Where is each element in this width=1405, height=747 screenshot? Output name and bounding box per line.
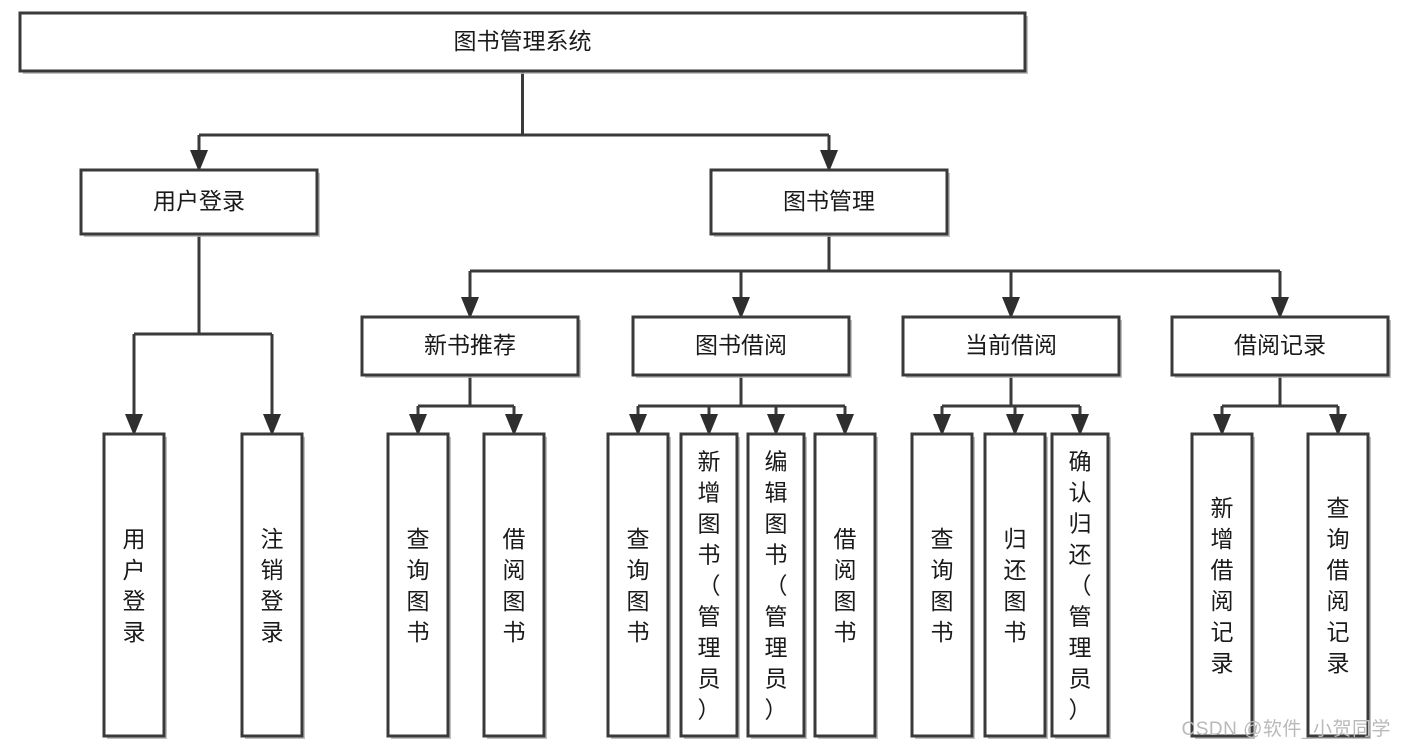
arrow-head-icon xyxy=(629,414,647,436)
node-box[interactable] xyxy=(709,168,949,236)
arrow-head-icon xyxy=(1271,297,1289,319)
node-leaf-borrow-book-1[interactable]: 借阅图书 xyxy=(482,432,547,739)
arrow-head-icon xyxy=(732,297,750,319)
node-box[interactable] xyxy=(1190,432,1254,738)
node-new-book-recommend[interactable]: 新书推荐 xyxy=(360,315,581,378)
node-label: 新增借阅记录 xyxy=(1211,495,1234,676)
node-label: 归还图书 xyxy=(1004,526,1027,645)
arrow-head-icon xyxy=(505,414,523,436)
node-leaf-query-record[interactable]: 查询借阅记录 xyxy=(1306,432,1371,739)
node-leaf-query-book-3[interactable]: 查询图书 xyxy=(910,432,975,739)
node-box[interactable] xyxy=(606,432,670,738)
node-leaf-edit-book[interactable]: 编辑图书（管理员） xyxy=(746,432,807,739)
node-label: 图书管理 xyxy=(783,188,875,214)
node-box[interactable] xyxy=(983,432,1047,738)
node-book-borrow[interactable]: 图书借阅 xyxy=(631,315,852,378)
node-box[interactable] xyxy=(679,432,739,738)
node-leaf-logout[interactable]: 注销登录 xyxy=(240,432,305,739)
arrow-head-icon xyxy=(409,414,427,436)
node-label: 当前借阅 xyxy=(965,332,1057,358)
arrow-head-icon xyxy=(820,150,838,172)
node-label: 编辑图书（管理员） xyxy=(765,449,788,723)
node-label: 注销登录 xyxy=(261,526,284,645)
node-leaf-query-book-2[interactable]: 查询图书 xyxy=(606,432,671,739)
node-box[interactable] xyxy=(901,315,1121,377)
arrow-head-icon xyxy=(767,414,785,436)
arrow-head-icon xyxy=(1213,414,1231,436)
arrow-head-icon xyxy=(836,414,854,436)
node-borrow-record[interactable]: 借阅记录 xyxy=(1170,315,1391,378)
node-label: 查询图书 xyxy=(931,526,954,645)
node-leaf-add-book[interactable]: 新增图书（管理员） xyxy=(679,432,740,739)
node-label: 查询借阅记录 xyxy=(1327,495,1350,676)
node-label: 借阅记录 xyxy=(1234,332,1326,358)
arrow-head-icon xyxy=(700,414,718,436)
node-leaf-user-login[interactable]: 用户登录 xyxy=(102,432,167,739)
node-box[interactable] xyxy=(1050,432,1110,738)
node-box[interactable] xyxy=(240,432,304,738)
node-box[interactable] xyxy=(386,432,450,738)
node-label: 查询图书 xyxy=(627,526,650,645)
arrow-head-icon xyxy=(1006,414,1024,436)
node-label: 用户登录 xyxy=(153,188,245,214)
node-box[interactable] xyxy=(910,432,974,738)
arrow-head-icon xyxy=(1002,297,1020,319)
arrow-head-icon xyxy=(461,297,479,319)
node-book-manage[interactable]: 图书管理 xyxy=(709,168,950,237)
node-user-login[interactable]: 用户登录 xyxy=(79,168,320,237)
node-box[interactable] xyxy=(79,168,319,236)
node-label: 图书借阅 xyxy=(695,332,787,358)
node-box[interactable] xyxy=(813,432,877,738)
node-leaf-borrow-book-2[interactable]: 借阅图书 xyxy=(813,432,878,739)
node-label: 图书管理系统 xyxy=(454,28,592,54)
node-box[interactable] xyxy=(631,315,851,377)
node-box[interactable] xyxy=(746,432,806,738)
node-label: 确认归还（管理员） xyxy=(1069,449,1092,723)
node-leaf-return-book[interactable]: 归还图书 xyxy=(983,432,1048,739)
node-label: 新书推荐 xyxy=(424,332,516,358)
node-leaf-add-record[interactable]: 新增借阅记录 xyxy=(1190,432,1255,739)
node-root-book-management-system[interactable]: 图书管理系统 xyxy=(18,11,1028,74)
arrow-head-icon xyxy=(1071,414,1089,436)
node-box[interactable] xyxy=(1170,315,1390,377)
node-label: 新增图书（管理员） xyxy=(698,449,721,723)
connector-layer xyxy=(125,71,1347,436)
node-current-borrow[interactable]: 当前借阅 xyxy=(901,315,1122,378)
node-leaf-confirm-return[interactable]: 确认归还（管理员） xyxy=(1050,432,1111,739)
node-label: 借阅图书 xyxy=(834,526,857,645)
arrow-head-icon xyxy=(263,414,281,436)
node-box[interactable] xyxy=(18,11,1027,73)
arrow-head-icon xyxy=(125,414,143,436)
node-box[interactable] xyxy=(1306,432,1370,738)
node-leaf-query-book-1[interactable]: 查询图书 xyxy=(386,432,451,739)
node-label: 借阅图书 xyxy=(503,526,526,645)
arrow-head-icon xyxy=(933,414,951,436)
node-box[interactable] xyxy=(102,432,166,738)
node-box[interactable] xyxy=(360,315,580,377)
node-box[interactable] xyxy=(482,432,546,738)
node-label: 查询图书 xyxy=(407,526,430,645)
node-layer: 图书管理系统用户登录图书管理新书推荐图书借阅当前借阅借阅记录用户登录注销登录查询… xyxy=(18,11,1391,739)
arrow-head-icon xyxy=(190,150,208,172)
node-label: 用户登录 xyxy=(123,526,146,645)
arrow-head-icon xyxy=(1329,414,1347,436)
